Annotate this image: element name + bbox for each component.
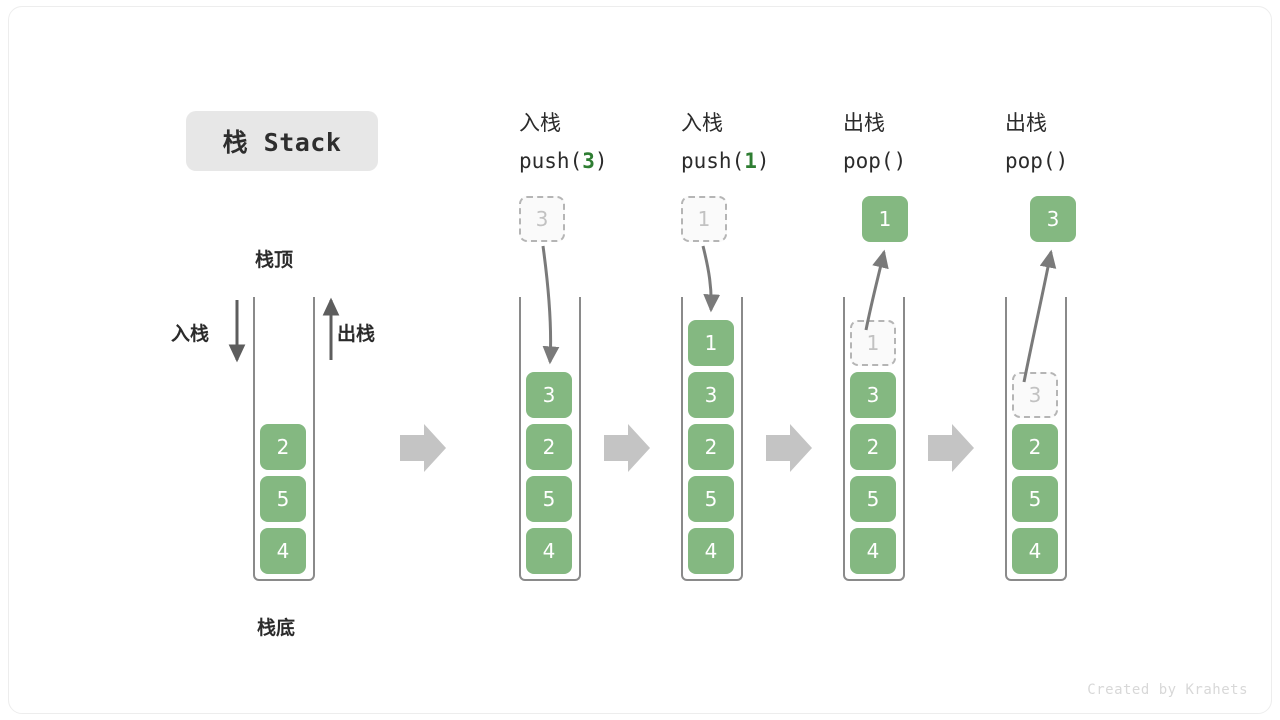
incoming-element-ghost: 3 <box>519 196 565 242</box>
column-header-code: push(1) <box>681 149 770 173</box>
push-direction-label: 入栈 <box>171 323 210 345</box>
removed-element-ghost: 1 <box>850 320 896 366</box>
stack-element: 2 <box>260 424 306 470</box>
column-header-code: pop() <box>1005 149 1069 173</box>
column-header-cn: 出栈 <box>843 111 885 135</box>
figure-title: 栈 Stack <box>186 111 378 171</box>
stack-element: 2 <box>526 424 572 470</box>
popped-element: 1 <box>862 196 908 242</box>
stack-element: 3 <box>850 372 896 418</box>
stack-element: 5 <box>526 476 572 522</box>
stack-container <box>253 297 315 581</box>
column-header-push-3: 入栈 push(3) <box>519 104 608 180</box>
stack-element: 5 <box>260 476 306 522</box>
stack-element: 4 <box>1012 528 1058 574</box>
credit-text: Created by Krahets <box>1087 682 1248 698</box>
column-header-cn: 出栈 <box>1005 111 1047 135</box>
stack-element: 4 <box>850 528 896 574</box>
stack-element: 5 <box>850 476 896 522</box>
stack-container <box>1005 297 1067 581</box>
stack-element: 3 <box>526 372 572 418</box>
stack-top-label: 栈顶 <box>255 249 294 271</box>
stack-element: 5 <box>688 476 734 522</box>
incoming-element-ghost: 1 <box>681 196 727 242</box>
stack-element: 4 <box>688 528 734 574</box>
stack-element: 4 <box>260 528 306 574</box>
stack-element: 5 <box>1012 476 1058 522</box>
column-header-push-1: 入栈 push(1) <box>681 104 770 180</box>
pop-direction-label: 出栈 <box>337 323 376 345</box>
stack-container <box>681 297 743 581</box>
stack-element: 4 <box>526 528 572 574</box>
column-header-cn: 入栈 <box>681 111 723 135</box>
stack-container <box>843 297 905 581</box>
stack-element: 2 <box>688 424 734 470</box>
stack-element: 3 <box>688 372 734 418</box>
column-header-pop-3: 出栈 pop() <box>1005 104 1068 180</box>
stack-element: 2 <box>850 424 896 470</box>
column-header-code: push(3) <box>519 149 608 173</box>
popped-element: 3 <box>1030 196 1076 242</box>
stack-bottom-label: 栈底 <box>257 617 296 639</box>
column-header-cn: 入栈 <box>519 111 561 135</box>
stack-element: 2 <box>1012 424 1058 470</box>
column-header-code: pop() <box>843 149 907 173</box>
stack-container <box>519 297 581 581</box>
column-header-pop-1: 出栈 pop() <box>843 104 906 180</box>
stack-element: 1 <box>688 320 734 366</box>
removed-element-ghost: 3 <box>1012 372 1058 418</box>
